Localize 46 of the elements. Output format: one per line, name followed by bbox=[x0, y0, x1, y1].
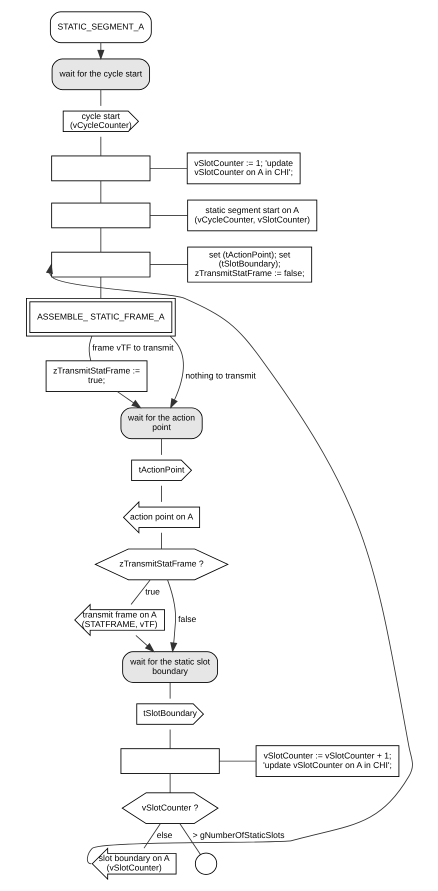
node-box: wait for the action point bbox=[120, 407, 202, 440]
connector bbox=[169, 773, 170, 794]
connector bbox=[169, 729, 170, 750]
connector bbox=[160, 438, 162, 456]
node-box bbox=[50, 252, 150, 278]
arrow bbox=[116, 391, 142, 409]
node-box: vSlotCounter := vSlotCounter + 1; 'update vSlotCounter on A in CHI'; bbox=[255, 745, 399, 777]
edge-label: nothing to transmit bbox=[184, 370, 256, 380]
node-circle bbox=[194, 852, 217, 875]
node-box: wait for the cycle start bbox=[51, 58, 150, 90]
node-box: zTransmitStatFrame := true; bbox=[45, 360, 147, 392]
connector bbox=[100, 89, 101, 106]
connector bbox=[100, 276, 101, 298]
node-box: set (tActionPoint); set (tSlotBoundary); zTransmitStatFrame := false; bbox=[186, 246, 312, 283]
edge-label: > gNumberOfStaticSlots bbox=[192, 830, 284, 840]
connector bbox=[130, 580, 150, 605]
node-box bbox=[120, 748, 220, 774]
connector bbox=[169, 682, 170, 700]
connector bbox=[218, 760, 256, 762]
arrow bbox=[96, 42, 104, 60]
node-box: static segment start on A (vCycleCounter, vSlotCounter) bbox=[186, 200, 317, 232]
connector bbox=[100, 136, 101, 156]
node-box: wait for the static slot boundary bbox=[122, 651, 218, 683]
node-box: ASSEMBLE_ STATIC_FRAME_A bbox=[26, 298, 176, 336]
arrow bbox=[169, 336, 184, 409]
node-box: vSlotCounter := 1; 'update vSlotCounter on A in CHI'; bbox=[186, 152, 300, 184]
connector bbox=[160, 485, 162, 502]
connector bbox=[149, 168, 188, 169]
arrow bbox=[45, 263, 412, 864]
node-box bbox=[50, 156, 150, 182]
connector bbox=[179, 823, 200, 855]
arrow bbox=[134, 635, 154, 652]
arrow bbox=[166, 580, 177, 653]
connector bbox=[88, 336, 92, 361]
connector bbox=[143, 823, 160, 849]
connector bbox=[100, 228, 101, 253]
edge-label: true bbox=[144, 586, 160, 596]
connector bbox=[160, 532, 162, 550]
connector bbox=[149, 214, 188, 216]
edge-label: frame vTF to transmit bbox=[92, 342, 174, 353]
connector bbox=[100, 180, 101, 204]
edge-label: false bbox=[178, 614, 196, 624]
node-box bbox=[50, 202, 150, 228]
edge-label: else bbox=[156, 830, 172, 840]
node-box: STATIC_SEGMENT_A bbox=[49, 11, 152, 44]
connector bbox=[149, 264, 188, 266]
